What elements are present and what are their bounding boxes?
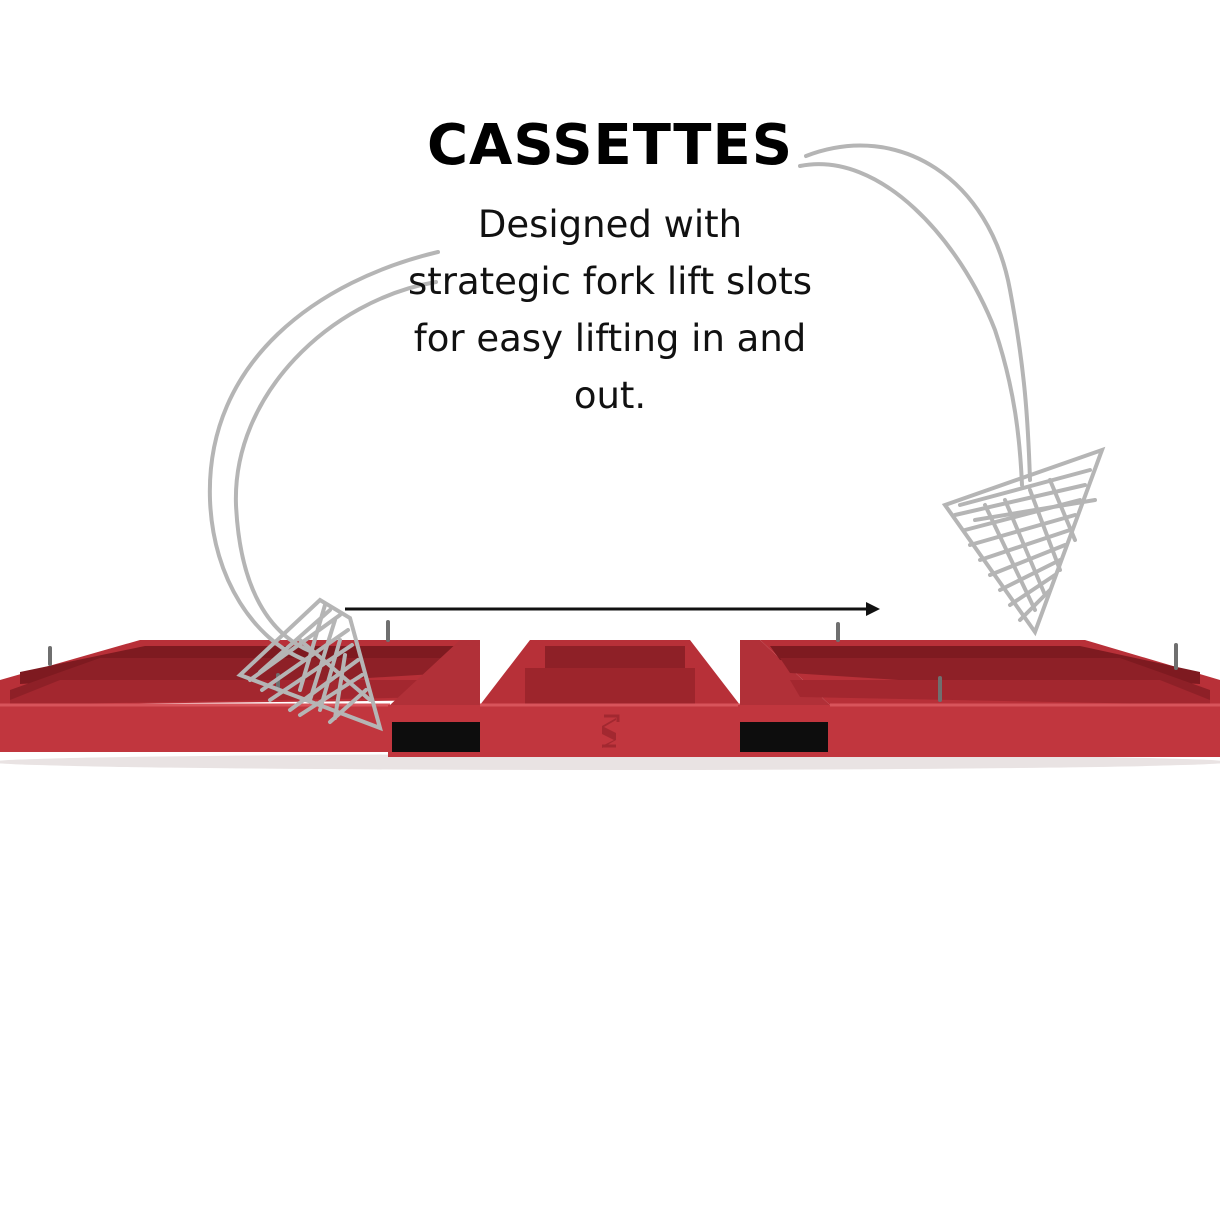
fork-slot-left: [392, 722, 480, 752]
hand-drawn-curved-arrow-left-icon: [207, 250, 440, 732]
feature-description: Designed with strategic fork lift slots …: [407, 203, 813, 417]
hand-drawn-curved-arrow-right-icon: [798, 143, 1106, 637]
floor-shadow: [0, 754, 1220, 770]
fork-slot-right: [740, 722, 828, 752]
straight-arrow-right-icon: [345, 602, 880, 616]
cassette-frame: [0, 620, 1220, 757]
brand-s-emblem-icon: [602, 714, 620, 748]
page-title: CASSETTES: [426, 113, 794, 178]
